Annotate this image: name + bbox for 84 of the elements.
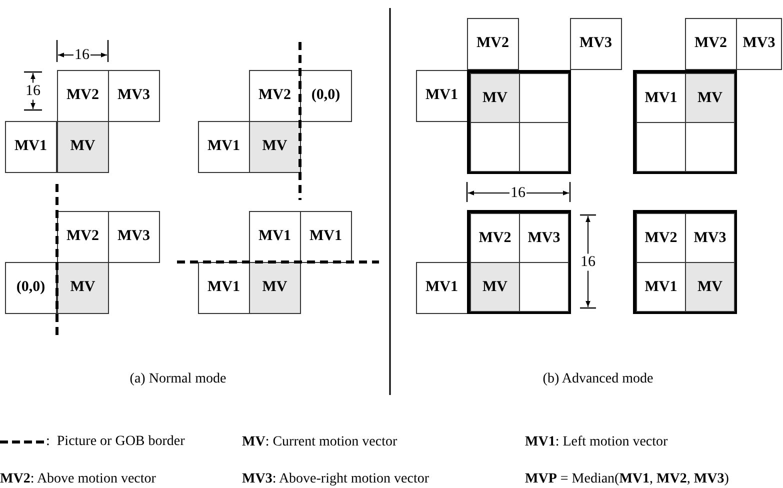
grid-cell xyxy=(300,211,352,262)
grid-cell xyxy=(108,211,160,262)
cell-label: MV2 xyxy=(258,87,291,104)
cell-label: MV2 xyxy=(644,230,678,246)
cell-label: MV3 xyxy=(118,228,150,246)
cell-label: MV3 xyxy=(118,87,150,104)
cell-label: MV1 xyxy=(258,228,291,246)
cell-label: MV xyxy=(70,279,96,296)
grid-cell xyxy=(636,262,686,312)
cell-label: MV1 xyxy=(426,279,458,296)
grid-cell xyxy=(685,122,735,172)
dimension-label: 16 xyxy=(580,254,596,270)
cell-label: MV1 xyxy=(644,278,678,296)
grid-cell xyxy=(5,121,56,172)
legend-note: MV: Current motion vector xyxy=(242,434,398,450)
cell-label: MV3 xyxy=(580,35,612,52)
cell-label: MV1 xyxy=(208,279,240,296)
grid-cell xyxy=(519,73,569,123)
macroblock-square xyxy=(633,70,737,174)
grid-cell xyxy=(636,122,686,172)
cell-label: MV xyxy=(262,279,288,296)
grid-cell xyxy=(470,122,520,172)
cell-label: MV2 xyxy=(478,230,512,246)
grid-cell xyxy=(57,211,108,262)
panel-caption: (a) Normal mode xyxy=(130,371,226,387)
grid-cell xyxy=(467,18,518,70)
grid-cell xyxy=(685,73,735,123)
grid-cell xyxy=(300,70,352,122)
grid-cell xyxy=(685,262,735,312)
cell-label: MV2 xyxy=(66,87,99,104)
cell-label: MV1 xyxy=(426,87,458,104)
cell-label: MV xyxy=(70,138,96,156)
grid-cell xyxy=(570,18,622,70)
legend-note: MV1: Left motion vector xyxy=(525,434,668,450)
macroblock-square xyxy=(467,70,571,174)
grid-cell xyxy=(416,262,468,314)
grid-cell xyxy=(519,122,569,172)
cell-label: MV xyxy=(482,90,508,106)
macroblock-square xyxy=(467,210,571,314)
grid-cell xyxy=(249,70,300,122)
cell-label: (0,0) xyxy=(16,279,46,296)
cell-label: MV2 xyxy=(66,228,99,246)
cell-label: MV xyxy=(698,90,722,106)
cell-label: MV3 xyxy=(528,230,560,246)
grid-cell xyxy=(5,262,56,314)
cell-label: MV1 xyxy=(14,138,47,156)
cell-label: MV xyxy=(482,278,508,296)
grid-cell xyxy=(249,262,300,314)
grid-cell xyxy=(519,213,569,263)
grid-cell xyxy=(736,18,782,70)
cell-label: MV xyxy=(698,278,722,296)
cell-label: MV1 xyxy=(208,138,240,156)
grid-cell xyxy=(636,73,686,123)
cell-label: MV2 xyxy=(694,35,727,52)
grid-cell xyxy=(636,213,686,263)
cell-label: MV2 xyxy=(476,35,509,52)
legend-note: MV3: Above-right motion vector xyxy=(242,471,430,487)
cell-label: MV xyxy=(262,138,288,156)
grid-cell xyxy=(108,70,160,122)
grid-cell xyxy=(470,73,520,123)
panel-caption: (b) Advanced mode xyxy=(542,371,654,387)
grid-cell xyxy=(249,211,300,262)
dimension-label: 16 xyxy=(24,82,42,100)
grid-cell xyxy=(416,70,468,122)
macroblock-square xyxy=(633,210,737,314)
grid-cell xyxy=(470,213,520,263)
cell-label: MV3 xyxy=(742,35,776,52)
cell-label: MV1 xyxy=(310,228,342,246)
grid-cell xyxy=(57,70,108,122)
grid-cell xyxy=(519,262,569,312)
cell-label: MV1 xyxy=(644,90,678,106)
legend-note: MVP = Median(MV1, MV2, MV3) xyxy=(525,471,729,487)
grid-cell xyxy=(57,121,108,172)
cell-label: MV3 xyxy=(694,230,726,246)
legend-text: : Picture or GOB border xyxy=(46,434,185,450)
grid-cell xyxy=(685,213,735,263)
grid-cell xyxy=(249,121,300,172)
cell-label: (0,0) xyxy=(311,87,340,104)
grid-cell xyxy=(57,262,108,314)
grid-cell xyxy=(470,262,520,312)
grid-cell xyxy=(685,18,736,70)
grid-cell xyxy=(198,121,250,172)
grid-cell xyxy=(198,262,250,314)
legend-note: MV2: Above motion vector xyxy=(0,471,156,487)
